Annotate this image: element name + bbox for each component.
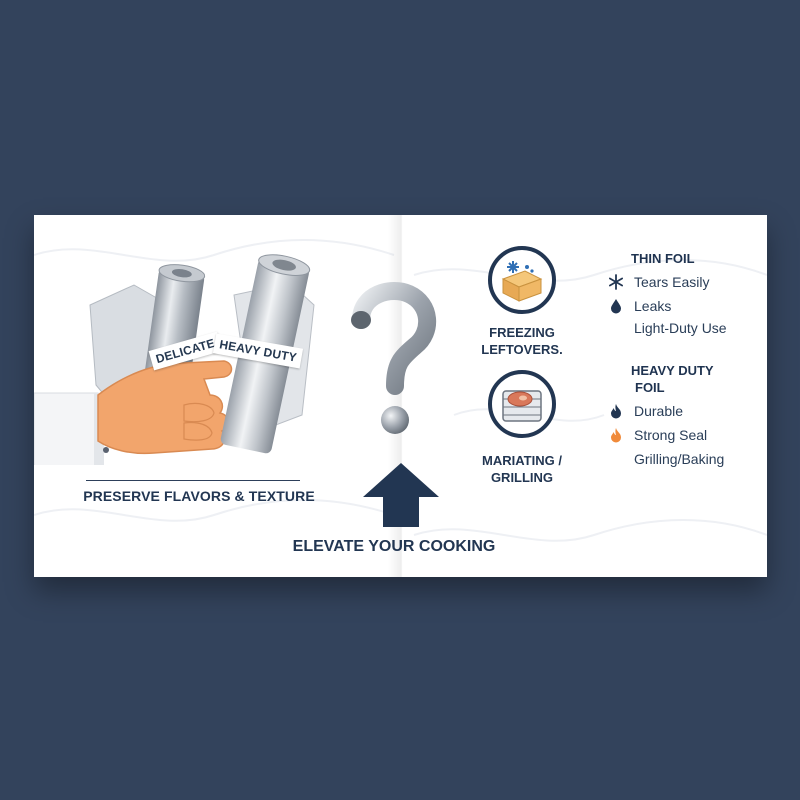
thin-foil-title: THIN FOIL: [631, 251, 695, 266]
flame-icon: [606, 401, 626, 421]
grill-steak-icon: [488, 370, 556, 438]
heavy-foil-feature: Durable: [606, 401, 683, 421]
question-mark-icon: [351, 282, 437, 434]
flame-orange-icon: [606, 425, 626, 445]
use-freezing-label: FREEZING LEFTOVERS.: [481, 325, 563, 357]
up-arrow-icon: [363, 463, 439, 527]
snowflake-icon: [606, 272, 626, 292]
thin-foil-feature: Light-Duty Use: [634, 320, 727, 336]
heavy-foil-feature: Grilling/Baking: [634, 451, 725, 467]
thin-foil-feature: Leaks: [606, 296, 671, 316]
freezer-box-icon: [488, 246, 556, 314]
thin-foil-feature: Tears Easily: [606, 272, 709, 292]
infographic-card: DELICATE HEAVY DUTY PRESERVE FLAVORS & T…: [34, 215, 767, 577]
bottom-caption: ELEVATE YOUR COOKING: [292, 538, 496, 555]
use-grilling-label: MARIATING / GRILLING: [482, 453, 562, 485]
drop-icon: [606, 296, 626, 316]
heavy-duty-foil-title: HEAVY DUTY FOIL: [631, 363, 714, 395]
heavy-foil-feature: Strong Seal: [606, 425, 707, 445]
left-caption: PRESERVE FLAVORS & TEXTURE: [83, 488, 315, 504]
caption-divider: [86, 480, 300, 481]
